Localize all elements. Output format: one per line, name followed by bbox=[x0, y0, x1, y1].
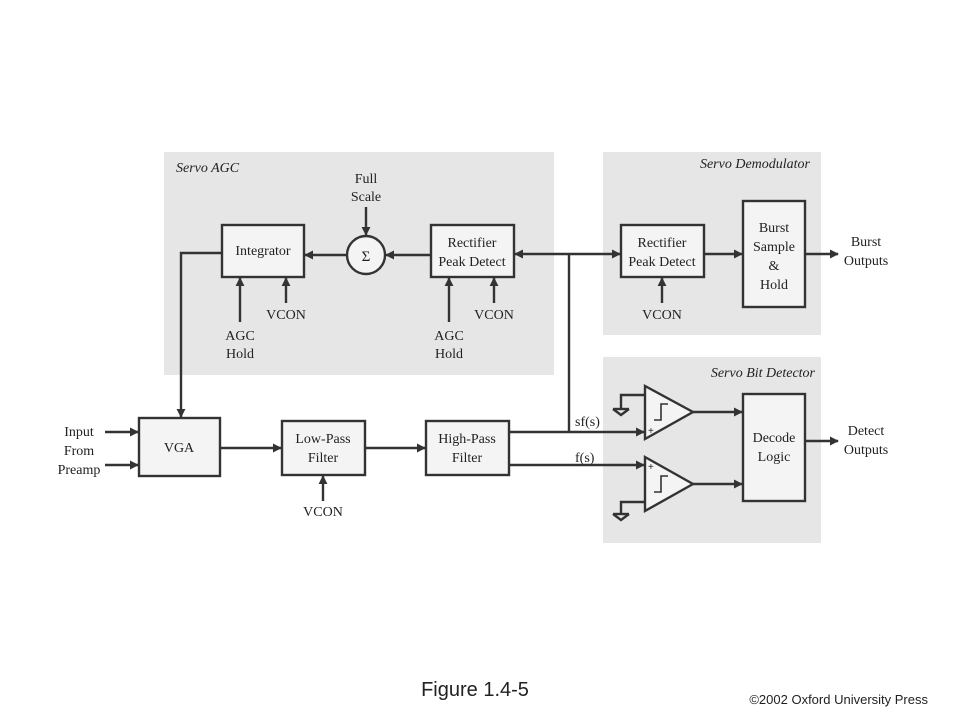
burst-outputs-label-2: Outputs bbox=[844, 254, 888, 269]
comparator-top-ground-line bbox=[619, 393, 645, 409]
f-label: f(s) bbox=[575, 451, 595, 466]
logic-label: Logic bbox=[758, 450, 791, 465]
ground-icon-bottom-tri bbox=[612, 513, 630, 522]
preamp-label: Preamp bbox=[58, 463, 101, 478]
low-pass-label: Low-Pass bbox=[295, 432, 350, 447]
rectifier-agc-label: Rectifier bbox=[448, 236, 497, 251]
full-scale-label: Full bbox=[355, 172, 378, 187]
sample-label: Sample bbox=[753, 240, 795, 255]
from-label: From bbox=[64, 444, 94, 459]
high-pass-filter-label: Filter bbox=[452, 451, 483, 466]
detect-outputs-label: Detect bbox=[848, 424, 885, 439]
low-pass-filter-label: Filter bbox=[308, 451, 339, 466]
burst-outputs-label: Burst bbox=[851, 235, 881, 250]
vcon-lpf-label: VCON bbox=[303, 505, 343, 520]
copyright-credit: ©2002 Oxford University Press bbox=[749, 692, 928, 707]
agc-hold-1-label: AGC bbox=[225, 329, 255, 344]
hysteresis-icon-bottom bbox=[654, 475, 668, 493]
comparator-bottom-ground-line bbox=[619, 500, 645, 514]
vga-label: VGA bbox=[164, 441, 195, 456]
vga-block bbox=[137, 416, 222, 478]
comparator-bottom bbox=[643, 454, 696, 514]
ground-icon-top-tri bbox=[612, 408, 630, 417]
integrator-to-vga-line bbox=[176, 251, 222, 418]
ampersand-label: & bbox=[769, 259, 780, 274]
peak-detect-agc-label: Peak Detect bbox=[438, 255, 505, 270]
hold-label: Hold bbox=[760, 278, 788, 293]
decode-logic-block bbox=[741, 392, 807, 503]
peak-detect-demod-label: Peak Detect bbox=[628, 255, 695, 270]
servo-demodulator-title: Servo Demodulator bbox=[700, 157, 811, 172]
high-pass-label: High-Pass bbox=[438, 432, 496, 447]
vcon-demod-label: VCON bbox=[642, 308, 682, 323]
comparator-bottom-plus: + bbox=[648, 462, 654, 473]
decode-label: Decode bbox=[753, 431, 796, 446]
comparator-top-plus: + bbox=[648, 426, 654, 437]
detect-outputs-label-2: Outputs bbox=[844, 443, 888, 458]
rectifier-agc-block bbox=[429, 223, 516, 279]
integrator-block bbox=[220, 223, 306, 279]
vcon-integrator-label: VCON bbox=[266, 308, 306, 323]
vcon-rectifier-label: VCON bbox=[474, 308, 514, 323]
high-pass-filter-block bbox=[424, 419, 511, 477]
low-pass-filter-block bbox=[280, 419, 367, 477]
burst-label: Burst bbox=[759, 221, 789, 236]
comparator-top bbox=[643, 383, 696, 442]
agc-hold-1-label-2: Hold bbox=[226, 347, 254, 362]
sf-label: sf(s) bbox=[575, 415, 600, 430]
servo-bit-detector-title: Servo Bit Detector bbox=[711, 366, 816, 381]
input-label: Input bbox=[64, 425, 94, 440]
servo-agc-title: Servo AGC bbox=[176, 161, 240, 176]
hysteresis-icon-top bbox=[654, 403, 668, 421]
agc-hold-2-label-2: Hold bbox=[435, 347, 463, 362]
full-scale-label-2: Scale bbox=[351, 190, 381, 205]
rectifier-demod-block bbox=[619, 223, 706, 279]
integrator-label: Integrator bbox=[235, 244, 291, 259]
rectifier-demod-label: Rectifier bbox=[638, 236, 687, 251]
figure-caption: Figure 1.4-5 bbox=[421, 679, 529, 701]
agc-hold-2-label: AGC bbox=[434, 329, 464, 344]
sigma-symbol: Σ bbox=[362, 249, 371, 265]
